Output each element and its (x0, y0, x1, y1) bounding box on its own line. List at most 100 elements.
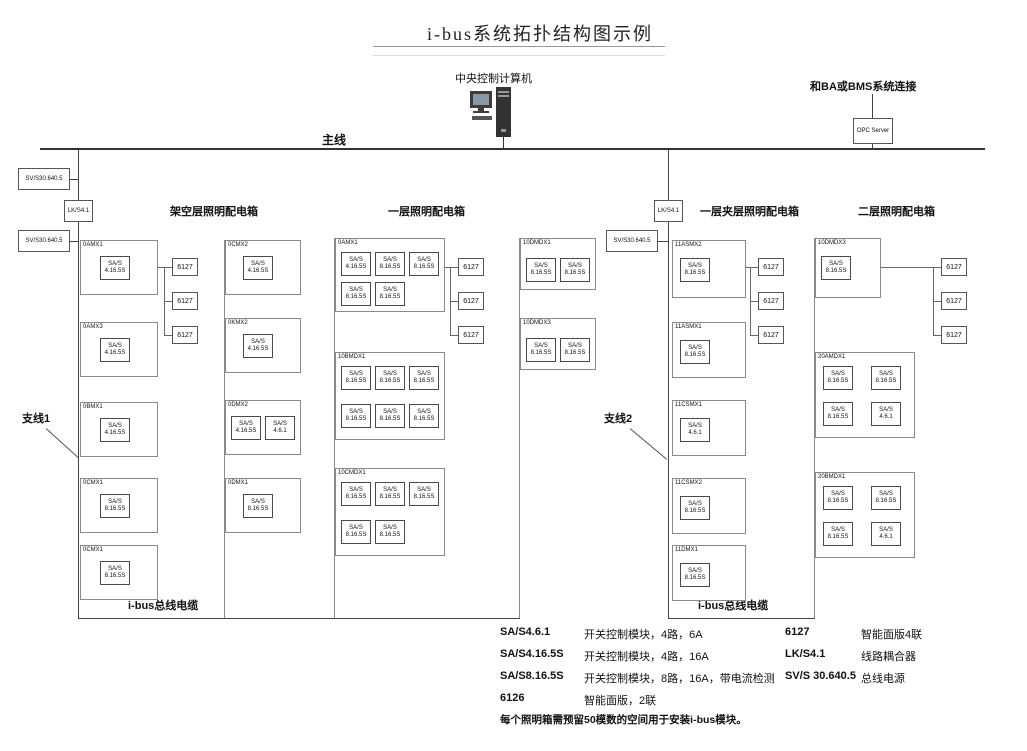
connector-line (158, 267, 164, 268)
bus-power-supply-box: SV/S30.640.5 (18, 230, 70, 252)
legend-term: SV/S 30.640.5 (785, 670, 856, 682)
connector-line (450, 301, 458, 302)
legend-term: 6126 (500, 692, 525, 704)
distribution-box-label: 11ASMX2 (675, 242, 702, 248)
legend-desc: 开关控制模块，4路，6A (584, 629, 703, 641)
branch1-label: 支线1 (22, 413, 51, 425)
distribution-box-label: 10CMDX1 (338, 470, 366, 476)
distribution-box (80, 545, 158, 600)
connector-line (445, 267, 450, 268)
keypad-6127: 6127 (758, 258, 784, 276)
keypad-6127: 6127 (458, 326, 484, 344)
connector-line (78, 618, 520, 619)
connector-line (40, 148, 985, 150)
connector-line (519, 238, 520, 618)
connector-line (164, 335, 172, 336)
distribution-box-label: 0AMX1 (83, 242, 103, 248)
connector-line (658, 241, 668, 242)
distribution-box-label: 0DMX1 (228, 480, 249, 486)
connector-line (70, 241, 78, 242)
legend-desc: 总线电源 (861, 673, 905, 685)
connector-line (668, 150, 669, 618)
column-header-first-floor: 一层照明配电箱 (388, 206, 465, 218)
connector-line (164, 267, 172, 268)
keypad-6127: 6127 (941, 258, 967, 276)
bus-cable-label-left: i-bus总线电缆 (128, 600, 199, 612)
keypad-6127: 6127 (941, 292, 967, 310)
bus-power-supply-box: SV/S30.640.5 (606, 230, 658, 252)
distribution-box-label: 11ASMX1 (675, 324, 702, 330)
distribution-box-label: 0CMX2 (228, 242, 249, 248)
distribution-box-label: 0AMX1 (338, 240, 358, 246)
legend-term: SA/S4.6.1 (500, 626, 551, 638)
column-header-second-floor: 二层照明配电箱 (858, 206, 935, 218)
legend-desc: 智能面版4联 (861, 629, 923, 641)
connector-line (668, 618, 815, 619)
branch1-pointer-line (45, 428, 80, 459)
distribution-box-label: 11CSMX2 (675, 480, 702, 486)
legend-note: 每个照明箱需预留50模数的空间用于安装i-bus模块。 (500, 714, 747, 726)
distribution-box-label: 10DMDX1 (523, 240, 551, 246)
column-header-mezzanine: 一层夹层照明配电箱 (700, 206, 799, 218)
connector-line (750, 335, 758, 336)
line-coupler-box: LK/S4.1 (654, 200, 683, 222)
distribution-box-label: 0KMX2 (228, 320, 248, 326)
distribution-box (80, 402, 158, 457)
connector-line (334, 238, 335, 618)
connector-line (933, 301, 941, 302)
bms-link-label: 和BA或BMS系统连接 (810, 81, 917, 93)
distribution-box-label: 0AMX3 (83, 324, 103, 330)
connector-line (814, 238, 815, 618)
connector-line (872, 144, 873, 149)
bus-cable-label-right: i-bus总线电缆 (698, 600, 769, 612)
bus-power-supply-box: SV/S30.640.5 (18, 168, 70, 190)
keypad-6127: 6127 (172, 292, 198, 310)
legend-desc: 开关控制模块，4路，16A (584, 651, 709, 663)
column-header-elevated-floor: 架空层照明配电箱 (170, 206, 258, 218)
connector-line (224, 240, 225, 618)
connector-line (933, 335, 941, 336)
legend-desc: 线路耦合器 (861, 651, 916, 663)
distribution-box-label: 20AMDX1 (818, 354, 846, 360)
keypad-6127: 6127 (172, 326, 198, 344)
branch2-label: 支线2 (604, 413, 633, 425)
legend-term: LK/S4.1 (785, 648, 826, 660)
connector-line (881, 267, 933, 268)
legend-term: SA/S8.16.5S (500, 670, 564, 682)
legend-term: 6127 (785, 626, 810, 638)
distribution-box-label: 10BMDX1 (338, 354, 366, 360)
